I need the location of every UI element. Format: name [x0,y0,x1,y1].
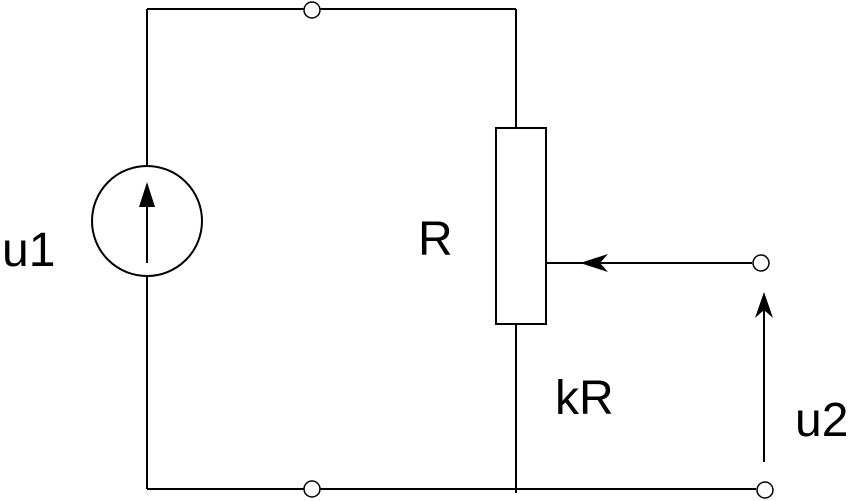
terminal-circle-icon [756,481,774,499]
label-u2: u2 [795,394,848,447]
resistor-body [495,127,547,325]
terminal-circle-icon [303,480,321,498]
label-u1: u1 [2,224,55,277]
voltage-source-icon [91,165,203,277]
label-kr: kR [555,372,614,425]
terminal-circle-icon [303,1,321,19]
wiper-arrow-icon [546,254,752,272]
terminal-circle-icon [752,254,770,272]
output-voltage-arrow-icon [755,292,773,462]
label-r: R [418,213,453,266]
